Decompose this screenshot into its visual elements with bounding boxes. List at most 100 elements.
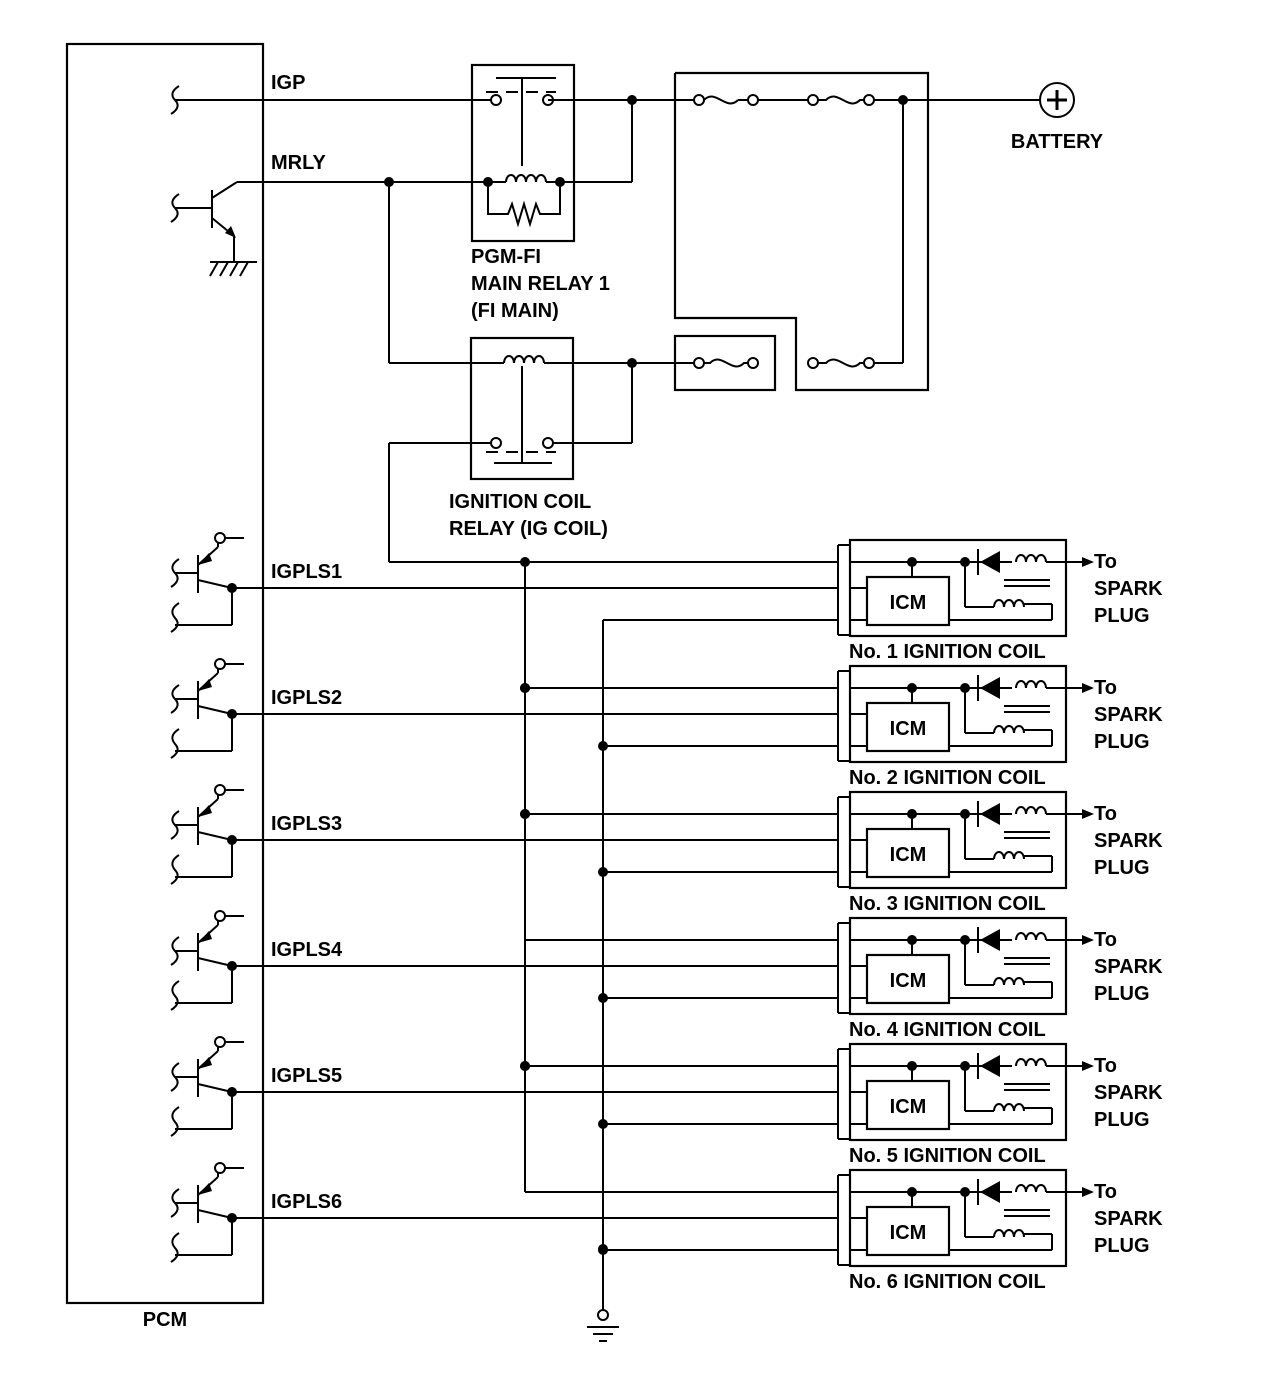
ignition-coil-outline (848, 1042, 1068, 1142)
icm-label: ICM (890, 844, 927, 866)
igpls-signal-label: IGPLS1 (271, 561, 342, 583)
battery-label: BATTERY (1011, 131, 1104, 153)
main-relay (470, 63, 576, 243)
to-spark-plug-label-3: PLUG (1094, 857, 1150, 879)
mrly-label: MRLY (271, 152, 326, 174)
igpls-signal-label: IGPLS4 (271, 939, 343, 961)
to-spark-plug-label-2: SPARK (1094, 830, 1163, 852)
battery-plus-icon (1039, 82, 1075, 118)
icm-label: ICM (890, 1222, 927, 1244)
ignition-coil-label: No. 1 IGNITION COIL (849, 641, 1046, 663)
to-spark-plug-label-2: SPARK (1094, 578, 1163, 600)
main-relay-outline (470, 63, 576, 243)
relay-coil-icon (1015, 680, 1047, 689)
to-spark-plug-label-1: To (1094, 929, 1117, 951)
transistor-icon (170, 532, 244, 633)
diode-icon (977, 549, 1000, 575)
ignition-coil-outline (848, 664, 1068, 764)
icm-module (865, 575, 951, 627)
ground-icon (587, 1309, 619, 1342)
icm-module (865, 953, 951, 1005)
transistor-icon (170, 1162, 244, 1263)
igp-label: IGP (271, 72, 305, 94)
ignition-coil: ICM (837, 790, 1094, 890)
icm-label: ICM (890, 718, 927, 740)
ignition-coil: ICM (837, 664, 1094, 764)
relay-coil-icon (993, 1103, 1025, 1112)
diode-icon (977, 1179, 1000, 1205)
relay-coil-icon (993, 725, 1025, 734)
to-spark-plug-label-3: PLUG (1094, 983, 1150, 1005)
ignition-coil: ICM (837, 538, 1094, 638)
pcm-outline (65, 42, 265, 1305)
icm-label: ICM (890, 970, 927, 992)
ignition-coil-label: No. 3 IGNITION COIL (849, 893, 1046, 915)
icm-module (865, 827, 951, 879)
relay-coil-icon (993, 1229, 1025, 1238)
transistor-icon (170, 784, 244, 885)
igpls-signal-label: IGPLS5 (271, 1065, 342, 1087)
ignition-coil-label: No. 5 IGNITION COIL (849, 1145, 1046, 1167)
to-spark-plug-label-1: To (1094, 677, 1117, 699)
pcm-block: PCM (65, 42, 265, 1331)
ignition-coil: ICM (837, 1168, 1094, 1268)
relay-coil-icon (993, 599, 1025, 608)
relay-coil-icon (1015, 554, 1047, 563)
igpls-signal-label: IGPLS2 (271, 687, 342, 709)
fuse-box (673, 71, 930, 392)
icm-module (865, 701, 951, 753)
transistor-icon (170, 910, 244, 1011)
to-spark-plug-label-2: SPARK (1094, 1082, 1163, 1104)
to-spark-plug-label-3: PLUG (1094, 605, 1150, 627)
igpls-signal-label: IGPLS3 (271, 813, 342, 835)
ignition-coil-label: No. 2 IGNITION COIL (849, 767, 1046, 789)
to-spark-plug-label-3: PLUG (1094, 731, 1150, 753)
relay-coil-icon (993, 851, 1025, 860)
ignition-coil-label: No. 6 IGNITION COIL (849, 1271, 1046, 1293)
transistor-icon (170, 181, 238, 262)
relay-coil-icon (1015, 806, 1047, 815)
fuse-box-outline (673, 71, 930, 392)
ig-coil-relay-label-1: IGNITION COIL (449, 491, 591, 513)
main-relay-label-2: MAIN RELAY 1 (471, 273, 610, 295)
ignition-coil-outline (848, 790, 1068, 890)
igp-terminal (170, 85, 492, 115)
ig-coil-relay (469, 336, 632, 481)
main-relay-label-1: PGM-FI (471, 246, 541, 268)
to-spark-plug-label-1: To (1094, 1055, 1117, 1077)
relay-coil-icon (1015, 1184, 1047, 1193)
to-spark-plug-label-2: SPARK (1094, 704, 1163, 726)
fuse-icon (807, 94, 875, 106)
to-spark-plug-label-2: SPARK (1094, 1208, 1163, 1230)
relay-coil-icon (503, 355, 632, 364)
icm-module (865, 1079, 951, 1131)
fuse-icon (807, 357, 903, 369)
pcm-label: PCM (143, 1309, 187, 1331)
main-relay-label-3: (FI MAIN) (471, 300, 559, 322)
relay-coil-icon (488, 174, 560, 183)
icm-label: ICM (890, 1096, 927, 1118)
ignition-coil-outline (848, 1168, 1068, 1268)
diode-icon (977, 801, 1000, 827)
chassis-ground-icon (209, 261, 257, 277)
icm-module (865, 1205, 951, 1257)
to-spark-plug-label-1: To (1094, 551, 1117, 573)
diode-icon (977, 927, 1000, 953)
transistor-icon (170, 658, 244, 759)
relay-coil-icon (1015, 1058, 1047, 1067)
ignition-coil: ICM (837, 916, 1094, 1016)
ignition-coil-label: No. 4 IGNITION COIL (849, 1019, 1046, 1041)
to-spark-plug-label-1: To (1094, 1181, 1117, 1203)
ignition-coil-outline (848, 538, 1068, 638)
relay-coil-icon (993, 977, 1025, 986)
to-spark-plug-label-3: PLUG (1094, 1109, 1150, 1131)
transistor-icon (170, 1036, 244, 1137)
to-spark-plug-label-2: SPARK (1094, 956, 1163, 978)
